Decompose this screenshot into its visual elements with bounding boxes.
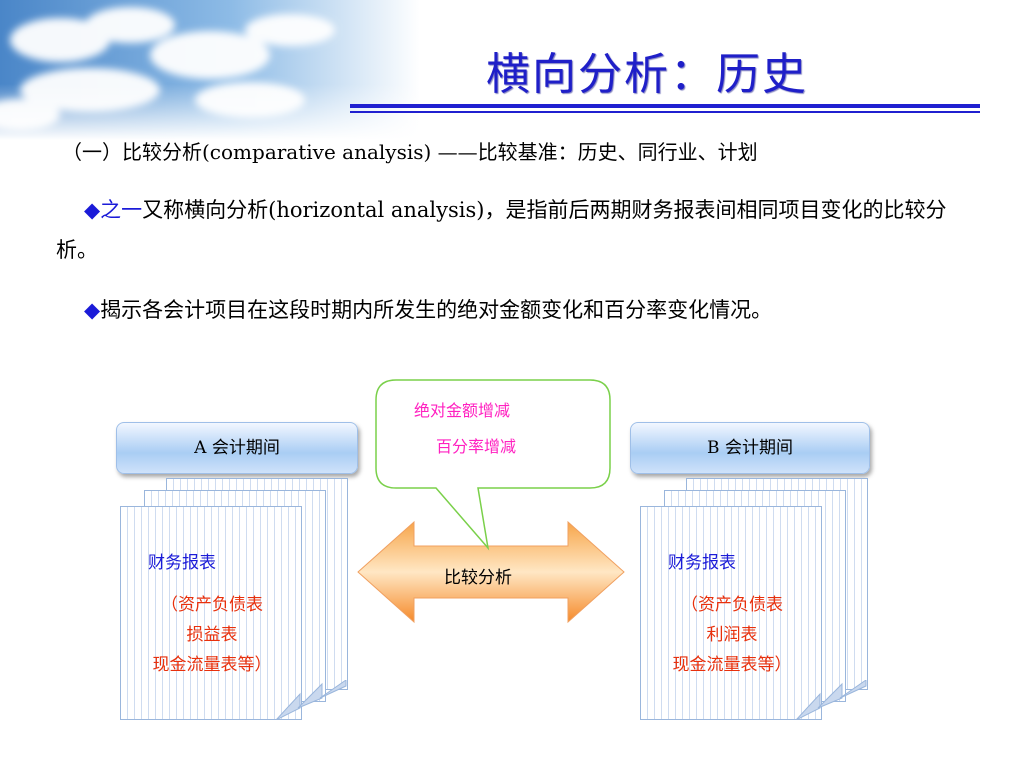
doc-b-line: 利润表 xyxy=(706,625,758,645)
period-a-box: A 会计期间 xyxy=(116,422,358,474)
comparison-diagram: 绝对金额增减 百分率增减 xyxy=(357,379,625,624)
doc-page-front xyxy=(120,506,302,720)
doc-a-line: 损益表 xyxy=(186,625,238,645)
heading-prefix: （一）比较分析 xyxy=(62,140,202,164)
doc-a-line: 现金流量表等） xyxy=(152,655,272,675)
heading-suffix: 比较基准：历史、同行业、计划 xyxy=(477,140,758,164)
paragraph-1: ◆之一又称横向分析(horizontal analysis)，是指前后两期财务报… xyxy=(56,190,976,270)
doc-b-title: 财务报表 xyxy=(668,553,736,573)
doc-b-line: （资产负债表 xyxy=(681,595,783,615)
title-underline-thin xyxy=(350,111,980,113)
doc-b-lines: （资产负债表 利润表 现金流量表等） xyxy=(644,590,820,680)
double-arrow-icon xyxy=(357,520,625,624)
diamond-bullet-icon: ◆ xyxy=(84,198,101,222)
period-b-box: B 会计期间 xyxy=(630,422,870,474)
slide-title: 横向分析：历史 xyxy=(486,49,808,100)
arrow-label: 比较分析 xyxy=(444,568,512,588)
doc-b-line: 现金流量表等） xyxy=(672,655,792,675)
callout-line-1: 绝对金额增减 xyxy=(414,401,510,420)
para1-text: 又称横向分析(horizontal analysis)，是指前后两期财务报表间相… xyxy=(56,198,947,262)
heading-english: (comparative analysis) —— xyxy=(202,140,478,164)
para1-label: 之一 xyxy=(100,198,143,222)
title-underline xyxy=(350,104,980,108)
doc-a-title: 财务报表 xyxy=(148,553,216,573)
diamond-bullet-icon: ◆ xyxy=(84,298,101,322)
heading-line: （一）比较分析(comparative analysis) ——比较基准：历史、… xyxy=(62,136,758,165)
doc-a-lines: （资产负债表 损益表 现金流量表等） xyxy=(124,590,300,680)
paragraph-2: ◆揭示各会计项目在这段时期内所发生的绝对金额变化和百分率变化情况。 xyxy=(56,290,976,330)
callout-bubble xyxy=(375,379,611,551)
page-curl-icon xyxy=(796,680,867,720)
callout-line-2: 百分率增减 xyxy=(436,437,516,456)
para2-text: 揭示各会计项目在这段时期内所发生的绝对金额变化和百分率变化情况。 xyxy=(100,298,773,322)
page-curl-icon xyxy=(276,680,347,720)
doc-a-line: （资产负债表 xyxy=(161,595,263,615)
doc-page-front xyxy=(640,506,822,720)
sky-cloud-decoration xyxy=(0,0,420,140)
